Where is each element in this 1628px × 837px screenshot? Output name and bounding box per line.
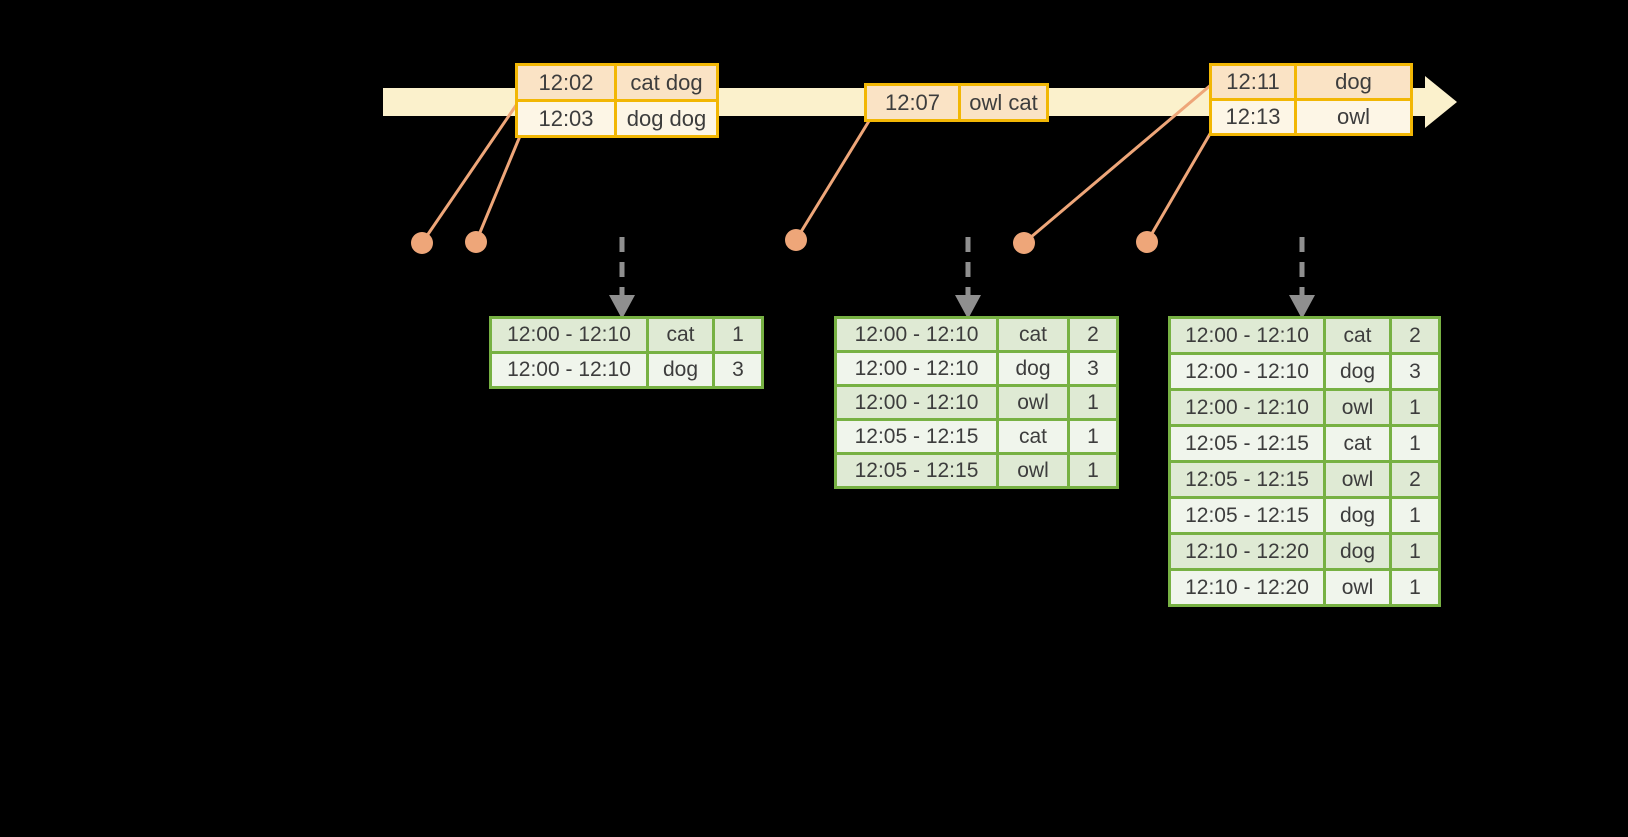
event-connector-line (474, 135, 522, 243)
count-cell: 3 (712, 351, 764, 389)
result-table-1: 12:00 - 12:10 cat 1 12:00 - 12:10 dog 3 (489, 316, 764, 389)
count-cell: 2 (1067, 316, 1119, 353)
result-row: 12:00 - 12:10 cat 1 (489, 316, 764, 354)
window-cell: 12:00 - 12:10 (1168, 316, 1326, 355)
window-cell: 12:00 - 12:10 (834, 384, 999, 421)
count-cell: 1 (1389, 532, 1441, 571)
event-time-cell: 12:07 (864, 83, 961, 122)
event-table-1: 12:02 cat dog 12:03 dog dog (515, 63, 719, 138)
count-cell: 1 (1389, 568, 1441, 607)
result-table-2: 12:00 - 12:10 cat 2 12:00 - 12:10 dog 3 … (834, 316, 1119, 489)
result-row: 12:00 - 12:10 cat 2 (1168, 316, 1441, 355)
event-connector-lines (420, 82, 1216, 245)
word-cell: owl (1323, 388, 1392, 427)
event-row: 12:07 owl cat (864, 83, 1049, 122)
count-cell: 3 (1389, 352, 1441, 391)
word-cell: owl (1323, 568, 1392, 607)
event-dot (465, 231, 487, 253)
event-row: 12:02 cat dog (515, 63, 719, 102)
result-row: 12:00 - 12:10 owl 1 (834, 384, 1119, 421)
event-time-cell: 12:11 (1209, 63, 1297, 101)
event-table-3: 12:11 dog 12:13 owl (1209, 63, 1413, 136)
event-connector-line (420, 100, 521, 244)
count-cell: 2 (1389, 460, 1441, 499)
word-cell: cat (646, 316, 715, 354)
event-time-cell: 12:13 (1209, 98, 1297, 136)
word-cell: cat (996, 418, 1070, 455)
count-cell: 1 (1389, 424, 1441, 463)
word-cell: owl (996, 452, 1070, 489)
event-dots (411, 229, 1158, 254)
update-arrowhead-icon (609, 295, 635, 319)
event-dot (785, 229, 807, 251)
result-row: 12:00 - 12:10 owl 1 (1168, 388, 1441, 427)
result-row: 12:10 - 12:20 dog 1 (1168, 532, 1441, 571)
window-cell: 12:00 - 12:10 (834, 350, 999, 387)
result-table-3: 12:00 - 12:10 cat 2 12:00 - 12:10 dog 3 … (1168, 316, 1441, 607)
count-cell: 1 (712, 316, 764, 354)
update-arrow-shafts (619, 237, 1305, 297)
event-row: 12:03 dog dog (515, 99, 719, 138)
event-connector-line (1023, 82, 1213, 245)
count-cell: 2 (1389, 316, 1441, 355)
result-row: 12:10 - 12:20 owl 1 (1168, 568, 1441, 607)
update-arrowhead-icon (1289, 295, 1315, 319)
word-cell: owl (996, 384, 1070, 421)
word-cell: cat (996, 316, 1070, 353)
event-connector-line (1145, 126, 1216, 243)
count-cell: 1 (1067, 452, 1119, 489)
count-cell: 1 (1389, 496, 1441, 535)
count-cell: 3 (1067, 350, 1119, 387)
window-cell: 12:00 - 12:10 (1168, 388, 1326, 427)
result-row: 12:00 - 12:10 cat 2 (834, 316, 1119, 353)
count-cell: 1 (1067, 418, 1119, 455)
event-table-2: 12:07 owl cat (864, 83, 1049, 122)
word-cell: dog (1323, 496, 1392, 535)
event-words-cell: dog (1294, 63, 1413, 101)
result-row: 12:05 - 12:15 cat 1 (834, 418, 1119, 455)
event-words-cell: cat dog (614, 63, 719, 102)
result-row: 12:05 - 12:15 owl 1 (834, 452, 1119, 489)
event-dot (1013, 232, 1035, 254)
event-time-cell: 12:03 (515, 99, 617, 138)
event-words-cell: owl (1294, 98, 1413, 136)
word-cell: dog (996, 350, 1070, 387)
result-row: 12:05 - 12:15 cat 1 (1168, 424, 1441, 463)
window-cell: 12:00 - 12:10 (489, 316, 649, 354)
event-row: 12:13 owl (1209, 98, 1413, 136)
window-cell: 12:05 - 12:15 (1168, 424, 1326, 463)
result-row: 12:00 - 12:10 dog 3 (489, 351, 764, 389)
word-cell: owl (1323, 460, 1392, 499)
window-cell: 12:00 - 12:10 (834, 316, 999, 353)
result-row: 12:05 - 12:15 owl 2 (1168, 460, 1441, 499)
count-cell: 1 (1067, 384, 1119, 421)
event-words-cell: dog dog (614, 99, 719, 138)
update-arrowhead-icon (955, 295, 981, 319)
timeline-arrowhead-icon (1425, 76, 1457, 128)
event-connector-line (794, 120, 871, 241)
event-time-cell: 12:02 (515, 63, 617, 102)
word-cell: cat (1323, 424, 1392, 463)
event-dot (411, 232, 433, 254)
event-words-cell: owl cat (958, 83, 1049, 122)
word-cell: dog (1323, 532, 1392, 571)
window-cell: 12:05 - 12:15 (834, 418, 999, 455)
window-cell: 12:05 - 12:15 (1168, 496, 1326, 535)
event-row: 12:11 dog (1209, 63, 1413, 101)
window-cell: 12:05 - 12:15 (834, 452, 999, 489)
word-cell: dog (646, 351, 715, 389)
window-cell: 12:00 - 12:10 (1168, 352, 1326, 391)
update-arrow-heads (609, 295, 1315, 319)
word-cell: dog (1323, 352, 1392, 391)
result-row: 12:00 - 12:10 dog 3 (1168, 352, 1441, 391)
word-cell: cat (1323, 316, 1392, 355)
result-row: 12:05 - 12:15 dog 1 (1168, 496, 1441, 535)
window-cell: 12:10 - 12:20 (1168, 568, 1326, 607)
result-row: 12:00 - 12:10 dog 3 (834, 350, 1119, 387)
window-cell: 12:05 - 12:15 (1168, 460, 1326, 499)
window-cell: 12:00 - 12:10 (489, 351, 649, 389)
count-cell: 1 (1389, 388, 1441, 427)
event-dot (1136, 231, 1158, 253)
window-cell: 12:10 - 12:20 (1168, 532, 1326, 571)
